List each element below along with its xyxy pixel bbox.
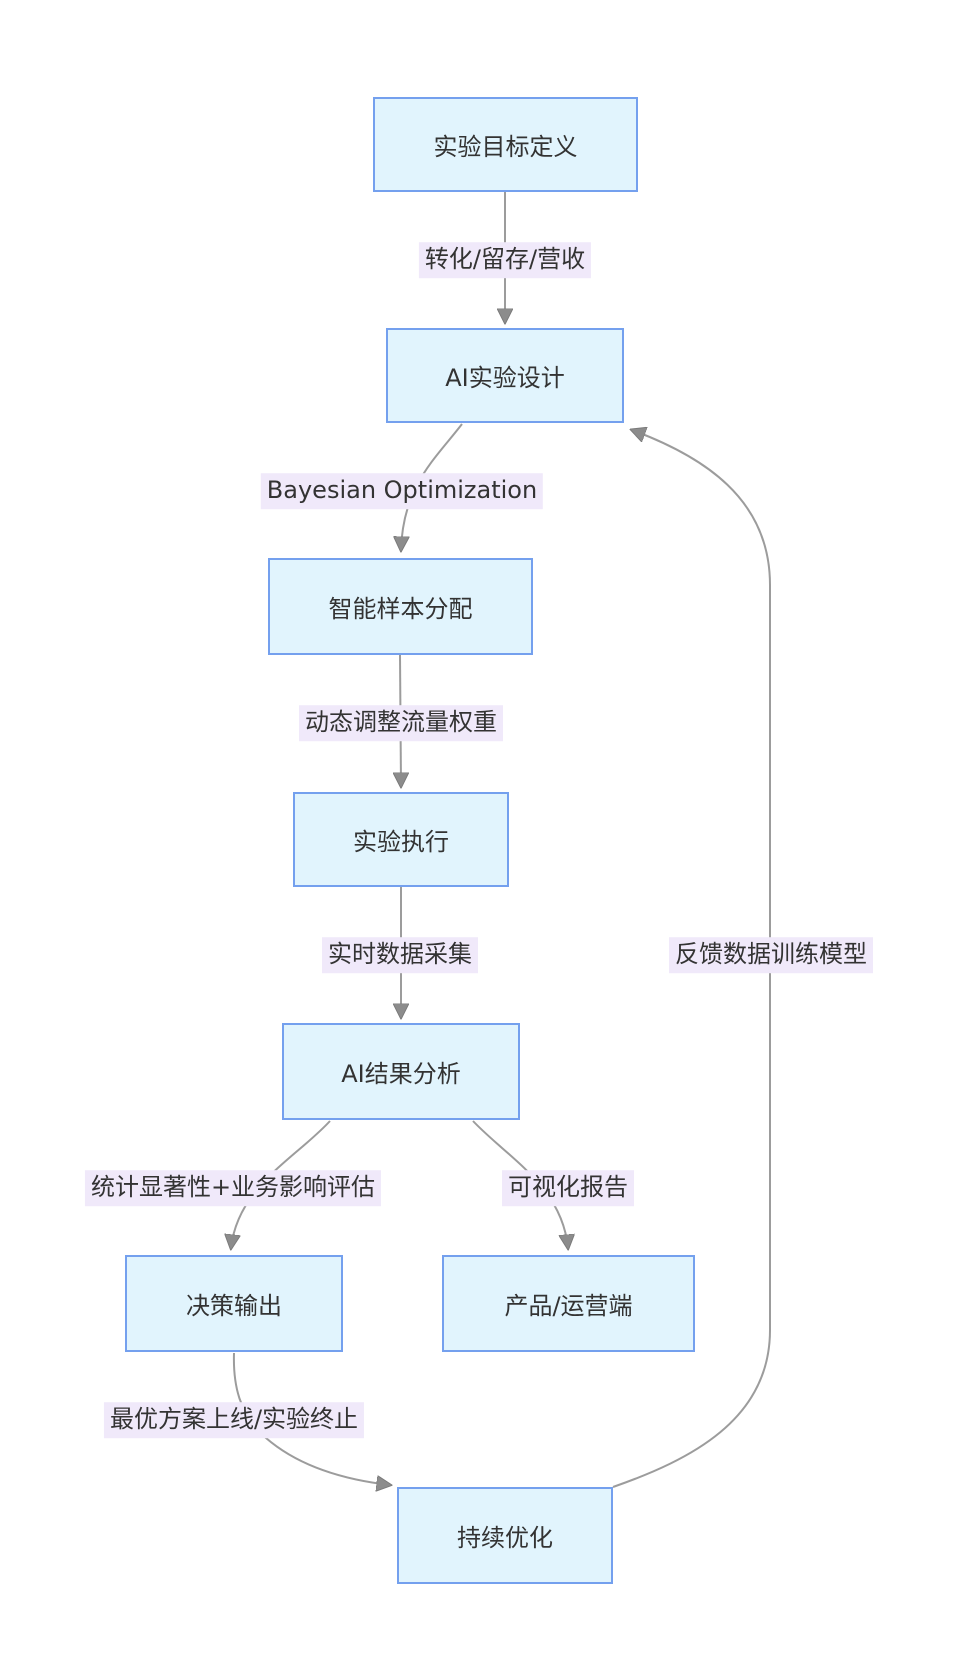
node-ai-result-analysis: AI结果分析 <box>282 1023 520 1120</box>
edge-optimize-design-path <box>612 430 771 1488</box>
node-experiment-goal: 实验目标定义 <box>373 97 638 192</box>
node-product-operations: 产品/运营端 <box>442 1255 695 1352</box>
edge-label-visual-report: 可视化报告 <box>502 1170 634 1206</box>
edge-label-bayesian-optimization: Bayesian Optimization <box>260 473 544 509</box>
edge-label-significance-business-impact: 统计显著性+业务影响评估 <box>84 1170 382 1206</box>
edge-label-dynamic-traffic-weight: 动态调整流量权重 <box>299 705 503 741</box>
edge-label-feedback-train-model: 反馈数据训练模型 <box>669 937 873 973</box>
node-decision-output: 决策输出 <box>125 1255 343 1352</box>
edge-label-best-plan-launch-terminate: 最优方案上线/实验终止 <box>103 1402 365 1438</box>
node-ai-experiment-design: AI实验设计 <box>386 328 624 423</box>
node-experiment-execution: 实验执行 <box>293 792 509 887</box>
node-continuous-optimization: 持续优化 <box>397 1487 613 1584</box>
edge-label-conversion-retention-revenue: 转化/留存/营收 <box>418 242 592 278</box>
edge-decision-optimize-path <box>232 1352 390 1485</box>
node-smart-sample-allocation: 智能样本分配 <box>268 558 533 655</box>
edge-label-realtime-data-collection: 实时数据采集 <box>322 937 478 973</box>
